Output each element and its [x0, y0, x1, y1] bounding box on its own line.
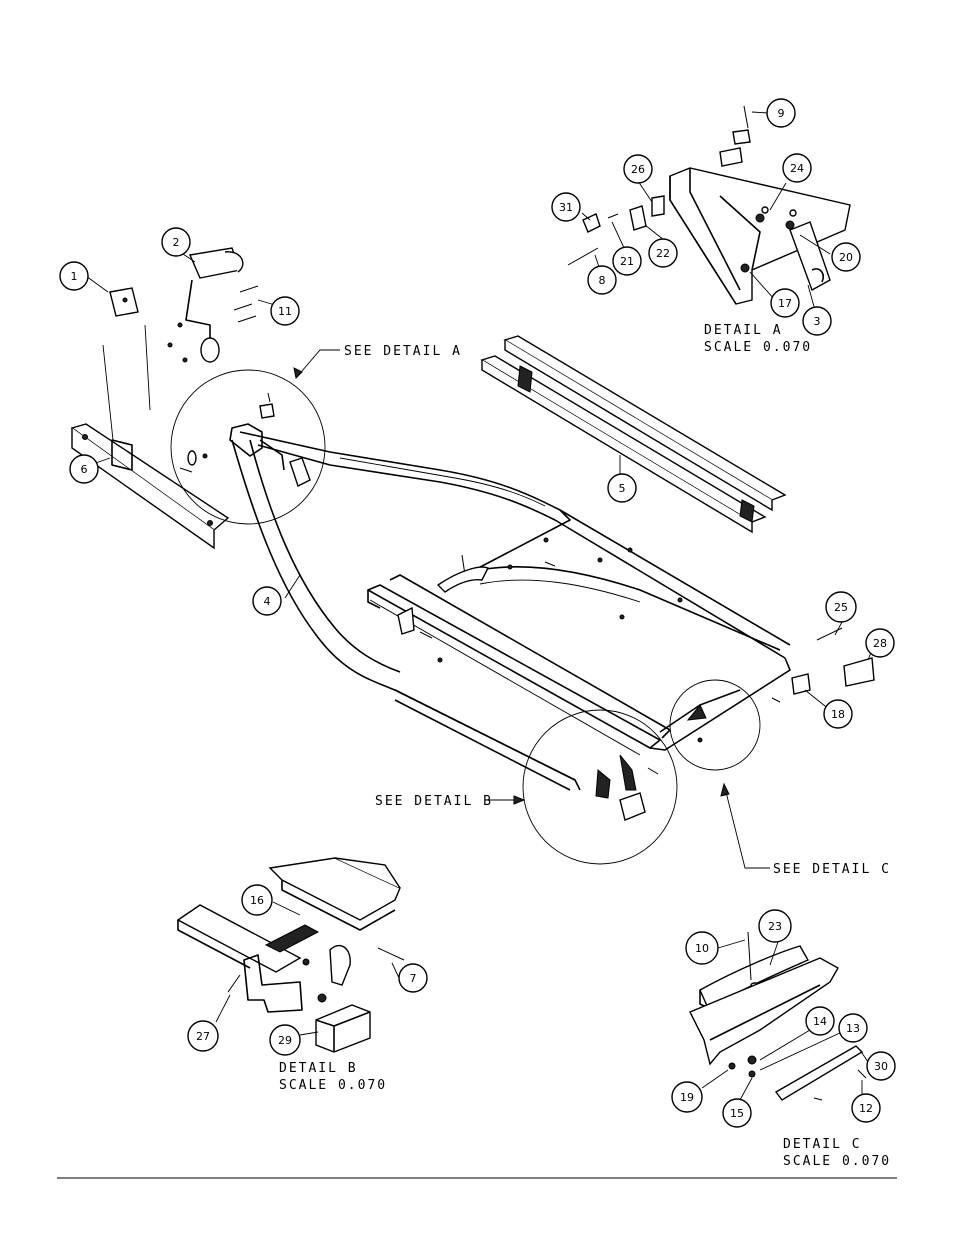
main-frame-assembly	[229, 423, 791, 799]
svg-text:20: 20	[839, 251, 853, 264]
callout-13: 13	[838, 1013, 868, 1043]
svg-text:11: 11	[278, 305, 292, 318]
callout-19: 19	[671, 1081, 703, 1113]
svg-text:3: 3	[814, 315, 821, 328]
svg-text:18: 18	[831, 708, 845, 721]
bunk-left-lower	[367, 584, 661, 749]
bunk-boards	[480, 335, 787, 534]
callout-27: 27	[187, 1020, 219, 1052]
svg-text:19: 19	[680, 1091, 694, 1104]
callout-21: 21	[612, 246, 642, 276]
svg-text:12: 12	[859, 1102, 873, 1115]
svg-text:23: 23	[768, 920, 782, 933]
detail-b-circle	[522, 709, 678, 865]
tongue-outer-left	[231, 439, 576, 781]
svg-text:28: 28	[873, 637, 887, 650]
callout-14: 14	[805, 1006, 835, 1036]
detail-a-circle	[170, 369, 326, 525]
callout-4: 4	[252, 586, 282, 616]
callout-16: 16	[241, 884, 273, 916]
callout-9: 9	[766, 98, 796, 128]
callout-30: 30	[866, 1051, 896, 1081]
detail-references: SEE DETAIL A SEE DETAIL B SEE DETAIL C	[293, 344, 891, 877]
cross-member	[469, 566, 781, 651]
see-detail-a-text: SEE DETAIL A	[344, 344, 462, 359]
callouts: 1 2 3 4 5 6 7 8 9 10 11 12 13 14 15 16 1…	[59, 98, 896, 1128]
detail-a-scale: SCALE 0.070	[704, 340, 812, 355]
svg-text:5: 5	[619, 482, 626, 495]
callout-22: 22	[648, 238, 678, 268]
detail-captions: DETAIL A SCALE 0.070 DETAIL B SCALE 0.07…	[279, 323, 891, 1169]
callout-2: 2	[161, 227, 191, 257]
coupler-head	[229, 423, 263, 457]
callout-7: 7	[398, 963, 428, 993]
see-detail-c-text: SEE DETAIL C	[773, 862, 891, 877]
svg-text:6: 6	[81, 463, 88, 476]
callout-6: 6	[69, 454, 99, 484]
callout-25: 25	[825, 591, 857, 623]
svg-text:15: 15	[730, 1107, 744, 1120]
tongue-top-right	[239, 431, 791, 646]
detail-b-scale: SCALE 0.070	[279, 1078, 387, 1093]
svg-text:24: 24	[790, 162, 804, 175]
callout-31: 31	[551, 192, 581, 222]
see-detail-b-text: SEE DETAIL B	[375, 794, 493, 809]
callout-23: 23	[758, 909, 792, 943]
svg-text:22: 22	[656, 247, 670, 260]
svg-text:21: 21	[620, 255, 634, 268]
svg-text:14: 14	[813, 1015, 827, 1028]
svg-text:17: 17	[778, 297, 792, 310]
svg-text:10: 10	[695, 942, 709, 955]
detail-a	[567, 105, 851, 305]
svg-text:13: 13	[846, 1022, 860, 1035]
detail-b-title: DETAIL B	[279, 1061, 358, 1076]
callout-5: 5	[607, 473, 637, 503]
svg-text:25: 25	[834, 601, 848, 614]
detail-c-scale: SCALE 0.070	[783, 1154, 891, 1169]
callout-11: 11	[270, 296, 300, 326]
callout-leaders	[85, 111, 873, 1101]
svg-text:29: 29	[278, 1034, 292, 1047]
winch-hardware	[102, 247, 259, 441]
callout-24: 24	[782, 153, 812, 183]
callout-26: 26	[623, 154, 653, 184]
svg-text:2: 2	[173, 236, 180, 249]
svg-text:8: 8	[599, 274, 606, 287]
svg-text:26: 26	[631, 163, 645, 176]
callout-3: 3	[802, 306, 832, 336]
callout-12: 12	[851, 1093, 881, 1123]
tongue-top-right-2	[257, 444, 786, 659]
callout-1: 1	[59, 261, 89, 291]
callout-18: 18	[823, 699, 853, 729]
detail-c-circle	[669, 679, 761, 771]
callout-28: 28	[865, 628, 895, 658]
svg-text:9: 9	[778, 107, 785, 120]
svg-text:1: 1	[71, 270, 78, 283]
callout-29: 29	[269, 1024, 301, 1056]
svg-text:16: 16	[250, 894, 264, 907]
tongue-inner-left	[249, 439, 401, 673]
svg-text:7: 7	[410, 972, 417, 985]
svg-text:4: 4	[264, 595, 271, 608]
detail-c-title: DETAIL C	[783, 1137, 862, 1152]
svg-text:31: 31	[559, 201, 573, 214]
callout-20: 20	[831, 242, 861, 272]
detail-c	[689, 931, 867, 1101]
detail-a-title: DETAIL A	[704, 323, 783, 338]
callout-17: 17	[770, 288, 800, 318]
callout-8: 8	[587, 265, 617, 295]
winch-post	[70, 423, 230, 550]
svg-text:30: 30	[874, 1060, 888, 1073]
callout-15: 15	[722, 1098, 752, 1128]
detail-b	[176, 857, 405, 1053]
callout-10: 10	[685, 931, 719, 965]
svg-text:27: 27	[196, 1030, 210, 1043]
